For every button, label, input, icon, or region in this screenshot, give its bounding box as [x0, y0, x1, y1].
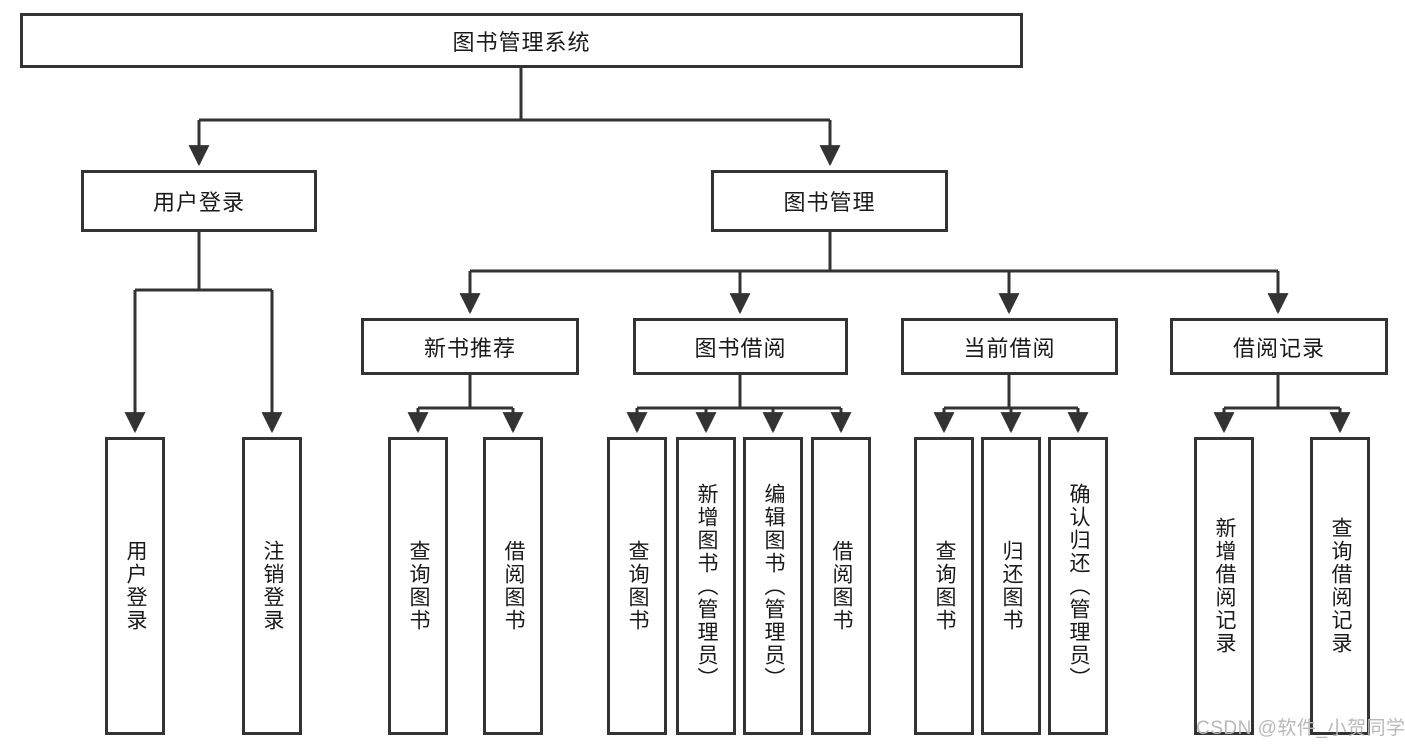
- node-leaf-logout-login[interactable]: 注销登录: [242, 437, 302, 735]
- node-leaf-confirm-return[interactable]: 确认归还（管理员）: [1048, 437, 1108, 735]
- node-leaf-add-book[interactable]: 新增图书（管理员）: [676, 437, 736, 735]
- node-label: 借阅图书: [502, 540, 526, 632]
- node-leaf-query-record[interactable]: 查询借阅记录: [1310, 437, 1370, 735]
- node-label: 查询图书: [626, 540, 650, 632]
- node-leaf-query-book-1[interactable]: 查询图书: [388, 437, 448, 735]
- node-leaf-return-book[interactable]: 归还图书: [981, 437, 1041, 735]
- node-borrow-record[interactable]: 借阅记录: [1170, 318, 1388, 375]
- node-label: 查询图书: [933, 540, 957, 632]
- node-label: 借阅图书: [830, 540, 854, 632]
- node-current-borrow[interactable]: 当前借阅: [901, 318, 1118, 375]
- node-label: 图书借阅: [694, 335, 787, 361]
- csdn-watermark: CSDN @软件_小贺同学: [1196, 718, 1405, 739]
- node-user-login[interactable]: 用户登录: [81, 170, 317, 232]
- node-leaf-add-record[interactable]: 新增借阅记录: [1194, 437, 1254, 735]
- node-leaf-query-book-3[interactable]: 查询图书: [914, 437, 974, 735]
- node-label: 当前借阅: [963, 335, 1056, 361]
- node-leaf-edit-book[interactable]: 编辑图书（管理员）: [743, 437, 803, 735]
- node-new-book-recommend[interactable]: 新书推荐: [361, 318, 579, 375]
- node-label: 图书管理: [783, 190, 876, 215]
- node-label: 查询借阅记录: [1329, 517, 1353, 655]
- node-label: 用户登录: [152, 190, 245, 215]
- node-label: 用户登录: [124, 540, 148, 632]
- node-label: 借阅记录: [1232, 335, 1325, 361]
- node-book-manage[interactable]: 图书管理: [711, 170, 948, 232]
- node-leaf-user-login[interactable]: 用户登录: [105, 437, 165, 735]
- node-label: 编辑图书（管理员）: [762, 482, 786, 690]
- node-label: 查询图书: [407, 540, 431, 632]
- node-leaf-query-book-2[interactable]: 查询图书: [607, 437, 667, 735]
- node-label: 注销登录: [261, 540, 285, 632]
- node-system-title[interactable]: 图书管理系统: [20, 13, 1023, 68]
- node-label: 归还图书: [1000, 540, 1024, 632]
- node-label: 图书管理系统: [452, 29, 591, 55]
- node-label: 新增图书（管理员）: [695, 482, 719, 690]
- node-leaf-borrow-book-1[interactable]: 借阅图书: [483, 437, 543, 735]
- node-label: 新增借阅记录: [1213, 517, 1237, 655]
- node-leaf-borrow-book-2[interactable]: 借阅图书: [811, 437, 871, 735]
- node-label: 新书推荐: [423, 335, 516, 361]
- node-book-borrow[interactable]: 图书借阅: [633, 318, 848, 375]
- node-label: 确认归还（管理员）: [1067, 482, 1091, 690]
